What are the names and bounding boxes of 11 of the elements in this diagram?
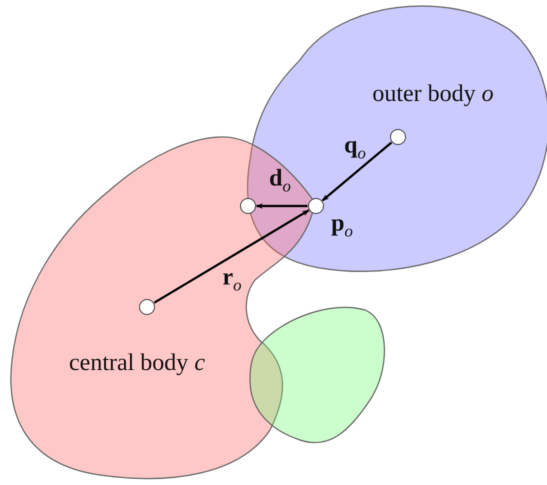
point-marker [390,129,406,145]
body-label: outer body o [372,82,494,106]
vector-arrow [322,142,392,202]
edge-label: r$_{o}$ [222,266,242,294]
body-label: central body c [69,351,205,375]
point-marker [139,299,155,315]
point-label: p$_{o}$ [331,212,353,240]
vector-arrow [256,203,308,209]
edge-label: d$_{o}$ [269,166,291,196]
vector-arrow [154,209,310,304]
edge-label: q$_{o}$ [344,134,366,162]
